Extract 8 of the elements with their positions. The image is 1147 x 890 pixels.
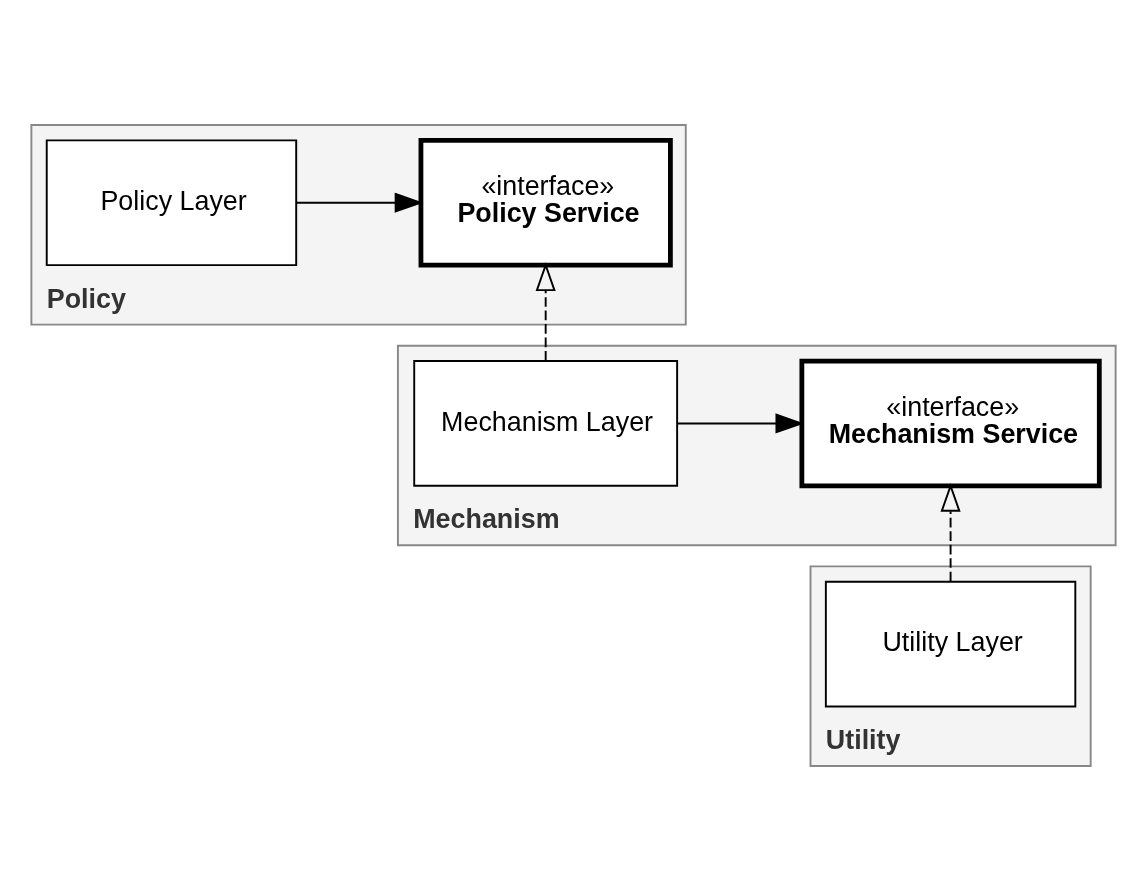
arrow — [940, 482, 961, 582]
node-box: «interface» Policy Service — [418, 137, 673, 267]
node-box: Policy Layer — [45, 138, 298, 266]
arrow — [295, 192, 424, 213]
node-box: Mechanism Layer — [413, 359, 679, 487]
arrow — [535, 261, 556, 361]
node-box: Utility Layer — [824, 580, 1077, 707]
node-box: «interface» Mechanism Service — [799, 358, 1102, 488]
